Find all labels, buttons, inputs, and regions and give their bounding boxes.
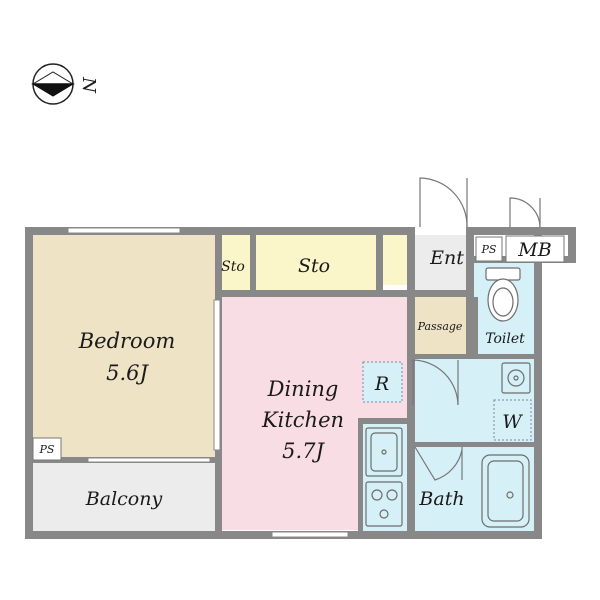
- balcony-area: [33, 463, 215, 533]
- meter-box-label: MB: [517, 239, 551, 261]
- entrance-area: [409, 235, 469, 293]
- dining-kitchen-label-line2: Kitchen: [261, 408, 344, 432]
- wash-basin-icon: [501, 362, 531, 394]
- bath-label: Bath: [418, 488, 464, 510]
- windows: [67, 227, 349, 538]
- pipe-space-top-box: [475, 236, 503, 262]
- entrance-label: Ent: [429, 247, 464, 269]
- storage-large-label: Sto: [298, 255, 330, 277]
- compass-icon: [31, 63, 75, 105]
- toilet-label: Toilet: [485, 331, 525, 347]
- kitchen-sink-icon: [365, 427, 403, 477]
- storage-entry-area: [383, 235, 407, 285]
- bedroom-label: Bedroom: [78, 329, 176, 353]
- pipe-space-top-label: PS: [481, 243, 497, 256]
- dining-kitchen-size: 5.7J: [282, 439, 325, 463]
- refrigerator-label: R: [374, 373, 389, 395]
- bedroom-size: 5.6J: [106, 361, 149, 385]
- kitchen-counter-area: [363, 424, 408, 532]
- north-label: N: [78, 76, 99, 94]
- bathtub-icon: [481, 454, 530, 528]
- toilet-icon: [485, 267, 521, 322]
- stove-icon: [365, 481, 403, 527]
- storage-small-label: Sto: [221, 259, 245, 275]
- pipe-space-bottom-box: [32, 437, 62, 461]
- dining-kitchen-label-line1: Dining: [267, 377, 339, 401]
- passage-area: [413, 297, 468, 359]
- storage-small-area: [217, 235, 250, 290]
- doors: [412, 177, 541, 481]
- storage-large-area: [256, 235, 376, 293]
- meter-box: [505, 235, 565, 263]
- washer-outline: [493, 399, 532, 441]
- washer-label: W: [502, 411, 523, 433]
- sliding-door-marks: [256, 294, 471, 355]
- balcony-label: Balcony: [85, 488, 163, 510]
- bedroom-area: [33, 235, 217, 457]
- passage-label: Passage: [417, 320, 463, 333]
- refrigerator-outline: [362, 361, 403, 403]
- pipe-space-bottom-label: PS: [39, 443, 55, 456]
